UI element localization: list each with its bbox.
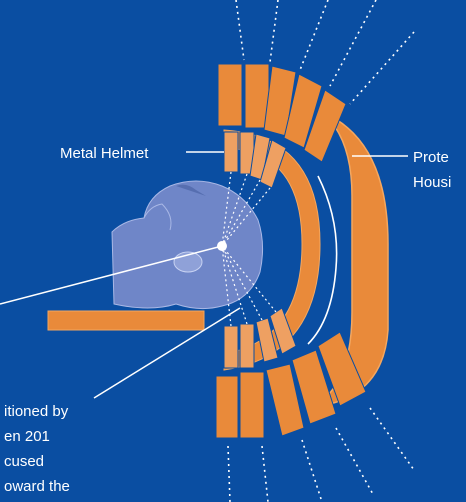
converging-beams: [221, 171, 277, 327]
patient-table: [47, 310, 205, 331]
patient-head: [111, 180, 264, 310]
bottom-label-line1: itioned by: [4, 403, 69, 420]
outer-collimator-bottom: [215, 331, 367, 439]
metal-helmet-label: Metal Helmet: [60, 145, 149, 162]
incoming-beams-top: [235, 0, 415, 105]
bottom-label-line3: cused: [4, 453, 44, 470]
leader-lines: [0, 151, 408, 399]
incoming-beams-bottom: [227, 407, 415, 502]
bottom-label-line2: en 201: [4, 428, 50, 445]
metal-helmet: [223, 129, 321, 371]
gap-arc: [307, 175, 338, 345]
inner-collimator-top: [223, 131, 287, 189]
protective-housing-label-line1: Prote: [413, 149, 449, 166]
outer-collimator-top: [217, 63, 347, 163]
bottom-label-line4: oward the: [4, 478, 70, 495]
protective-housing-label-line2: Housi: [413, 174, 451, 191]
inner-collimator-bottom: [223, 307, 297, 369]
